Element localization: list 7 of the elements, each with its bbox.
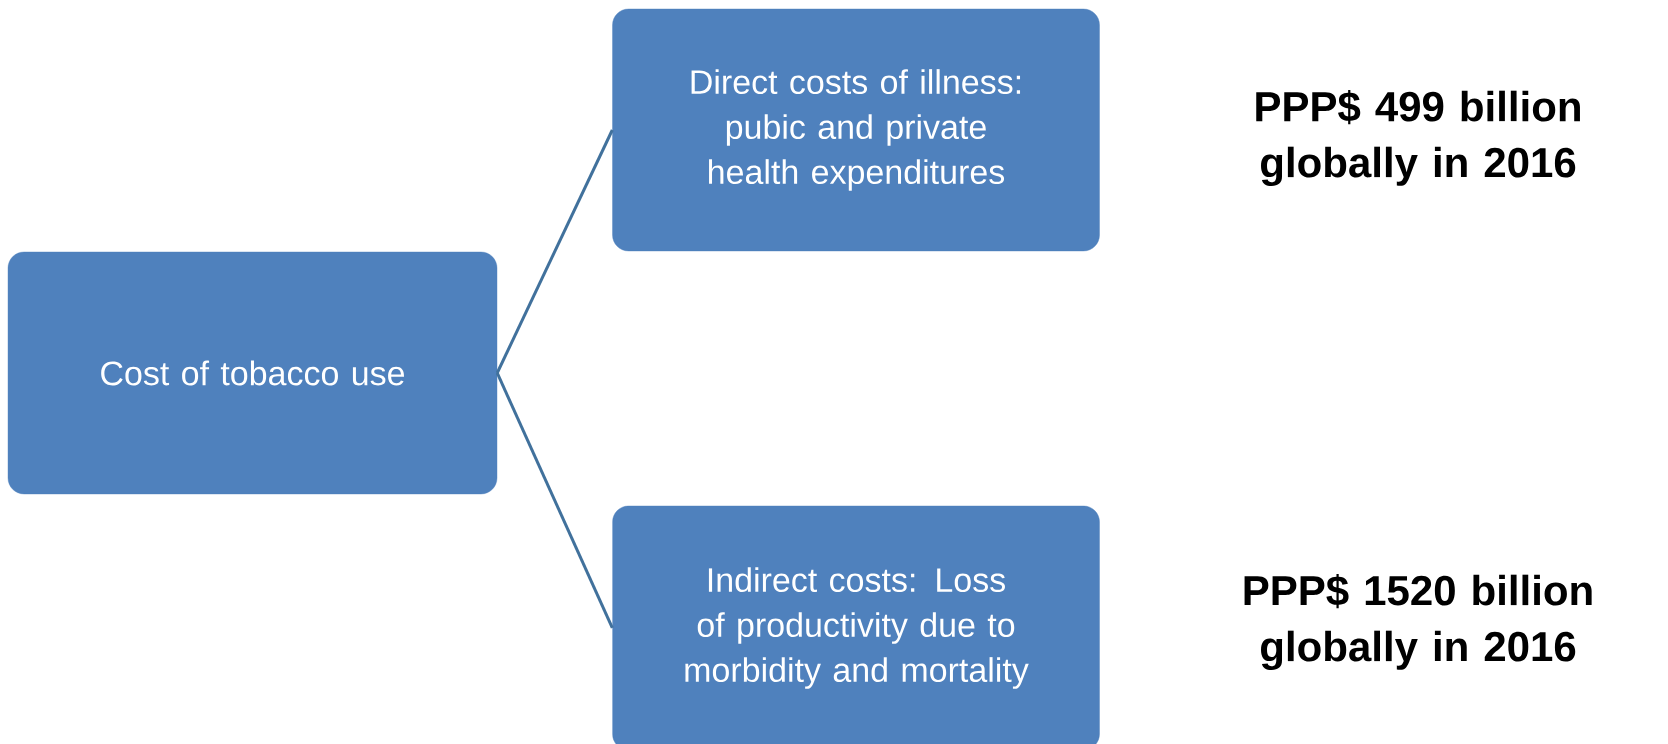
value-text: PPP$ 1520 billion globally in 2016: [1244, 573, 1592, 671]
process-box: Cost of tobacco use: [7, 251, 498, 495]
process-box: Direct costs of illness: pubic and private health expenditures: [612, 8, 1100, 252]
value-text: PPP$ 499 billion globally in 2016: [1256, 89, 1580, 187]
connector-line: [495, 372, 614, 629]
connector-line: [495, 129, 614, 374]
process-box: Indirect costs: Loss of productivity due to morbidity and mortality: [612, 505, 1100, 744]
